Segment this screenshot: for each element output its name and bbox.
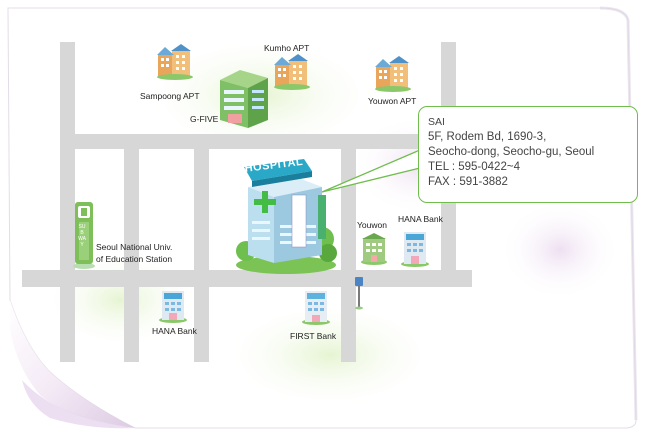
- kumho-apt-label: Kumho APT: [264, 43, 310, 53]
- road-vertical-2: [124, 149, 139, 362]
- road-top-horizontal: [60, 134, 458, 149]
- hospital-building-icon: [236, 159, 337, 274]
- office-building-icon: [220, 70, 268, 128]
- address-line1: 5F, Rodem Bd, 1690-3,: [428, 131, 547, 143]
- first-bank-label: FIRST Bank: [290, 331, 337, 341]
- subway-station-icon: [73, 202, 95, 269]
- fax-number: FAX : 591-3882: [428, 176, 508, 188]
- building-icon: [361, 233, 387, 265]
- station-label-line1: Seoul National Univ.: [96, 242, 173, 252]
- sampoong-apt-label: Sampoong APT: [140, 91, 200, 101]
- company-name: SAI: [428, 116, 445, 128]
- youwon-label: Youwon: [357, 220, 387, 230]
- bus-stop-icon: [355, 277, 363, 310]
- address-callout: SAI 5F, Rodem Bd, 1690-3, Seocho-dong, S…: [418, 106, 638, 203]
- apartment-icon: [375, 56, 411, 92]
- phone-number: TEL : 595-0422~4: [428, 161, 520, 173]
- bank-building-icon: [159, 291, 187, 323]
- bank-building-icon: [401, 232, 429, 267]
- hana-bank-east-label: HANA Bank: [398, 214, 443, 224]
- station-label-line2: of Education Station: [96, 254, 173, 264]
- address-line2: Seocho-dong, Seocho-gu, Seoul: [428, 146, 595, 158]
- road-vertical-3: [194, 149, 209, 362]
- apartment-icon: [157, 44, 193, 80]
- g-five-label: G-FIVE: [190, 114, 219, 124]
- subway-sign-text: SUBWAY: [78, 224, 86, 248]
- apartment-icon: [274, 54, 310, 90]
- road-vertical-1: [60, 42, 75, 362]
- youwon-apt-label: Youwon APT: [368, 96, 417, 106]
- hana-bank-south-label: HANA Bank: [152, 326, 197, 336]
- bank-building-icon: [302, 291, 330, 325]
- road-vertical-4: [341, 149, 356, 362]
